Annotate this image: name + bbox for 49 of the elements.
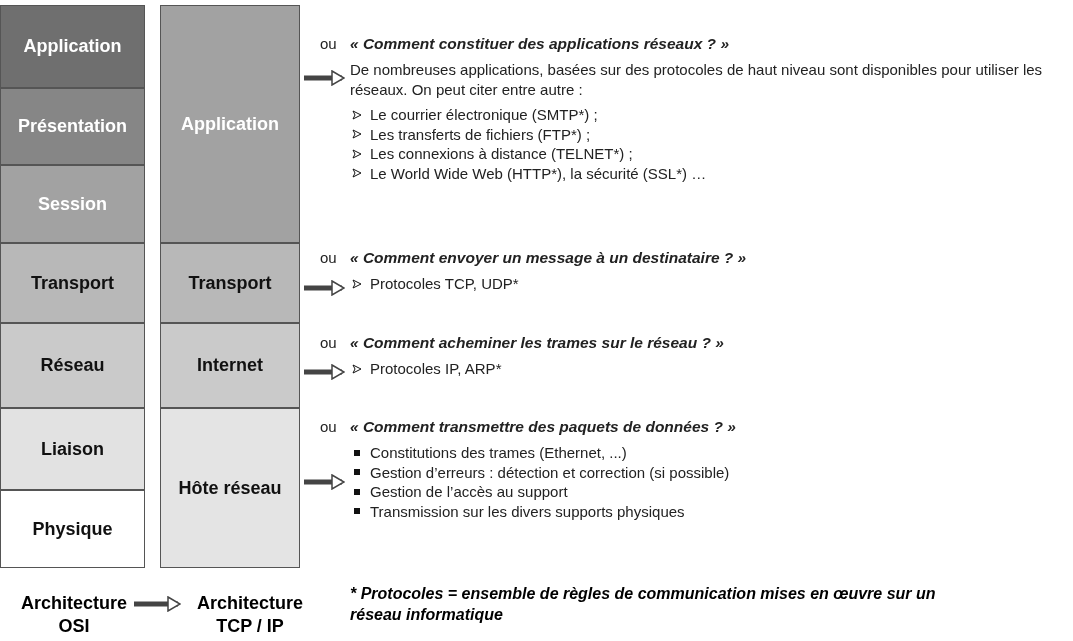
list-item: Protocoles TCP, UDP*: [370, 274, 519, 294]
layer-name: Transport: [31, 272, 114, 294]
layer-name: Session: [38, 193, 107, 215]
arrow: [304, 364, 345, 380]
layer-name: Présentation: [18, 116, 127, 137]
architecture-label: Architecture TCP / IP: [180, 592, 320, 637]
layer-box: [160, 243, 300, 323]
arrow: [304, 474, 345, 490]
layer-name: Liaison: [41, 438, 104, 460]
layer-box: [0, 243, 145, 323]
list-item: Gestion d’erreurs : détection et correction (si possible): [370, 462, 730, 483]
list-item: Les transferts de fichiers (FTP*) ;: [370, 124, 591, 145]
layer-box: [0, 88, 145, 165]
layer-name: Hôte réseau: [178, 477, 282, 499]
layer-name: Internet: [197, 355, 263, 376]
question-heading: « Comment envoyer un message à un destinataire ? »: [350, 248, 748, 268]
list-item: Le courrier électronique (SMTP*) ;: [370, 105, 598, 125]
or-label: ou: [320, 417, 337, 437]
layer-box: [160, 5, 300, 243]
layer-box: [160, 408, 300, 568]
layer-box: [0, 323, 145, 408]
question-heading: « Comment transmettre des paquets de données ? »: [350, 417, 737, 437]
or-label: ou: [320, 34, 337, 54]
layer-name: Physique: [32, 518, 113, 540]
layer-box: [0, 5, 145, 88]
layer-box: [160, 323, 300, 408]
layer-name: Application: [23, 36, 122, 57]
layer-name: Application: [181, 113, 279, 135]
layer-box: [0, 408, 145, 490]
list-item: Les connexions à distance (TELNET*) ;: [370, 144, 633, 164]
list-item: Protocoles IP, ARP*: [370, 359, 502, 379]
list-item: Transmission sur les divers supports physiques: [370, 501, 685, 522]
or-label: ou: [320, 333, 337, 353]
arrow: [304, 70, 345, 86]
list-item: Gestion de l’accès au support: [370, 482, 568, 502]
arrow: [304, 280, 345, 296]
list-item: Constitutions des trames (Ethernet, ...): [370, 443, 627, 463]
question-heading: « Comment acheminer les trames sur le réseau ? »: [350, 333, 725, 353]
layer-name: Transport: [188, 272, 272, 294]
layer-box: [0, 165, 145, 243]
list-item: Le World Wide Web (HTTP*), la sécurité (SSL*) …: [370, 163, 707, 184]
question-heading: « Comment constituer des applications réseaux ? »: [350, 34, 730, 54]
layer-name: Réseau: [40, 355, 105, 376]
or-label: ou: [320, 248, 337, 268]
arrow: [134, 596, 181, 612]
layer-box: [0, 490, 145, 568]
architecture-label: Architecture OSI: [18, 592, 130, 637]
footnote: * Protocoles = ensemble de règles de communication mises en œuvre sur un réseau informatique: [350, 584, 937, 625]
paragraph: De nombreuses applications, basées sur des protocoles de haut niveau sont disponibles pour utiliser les réseaux. On peut citer entre autre :: [350, 60, 1044, 100]
